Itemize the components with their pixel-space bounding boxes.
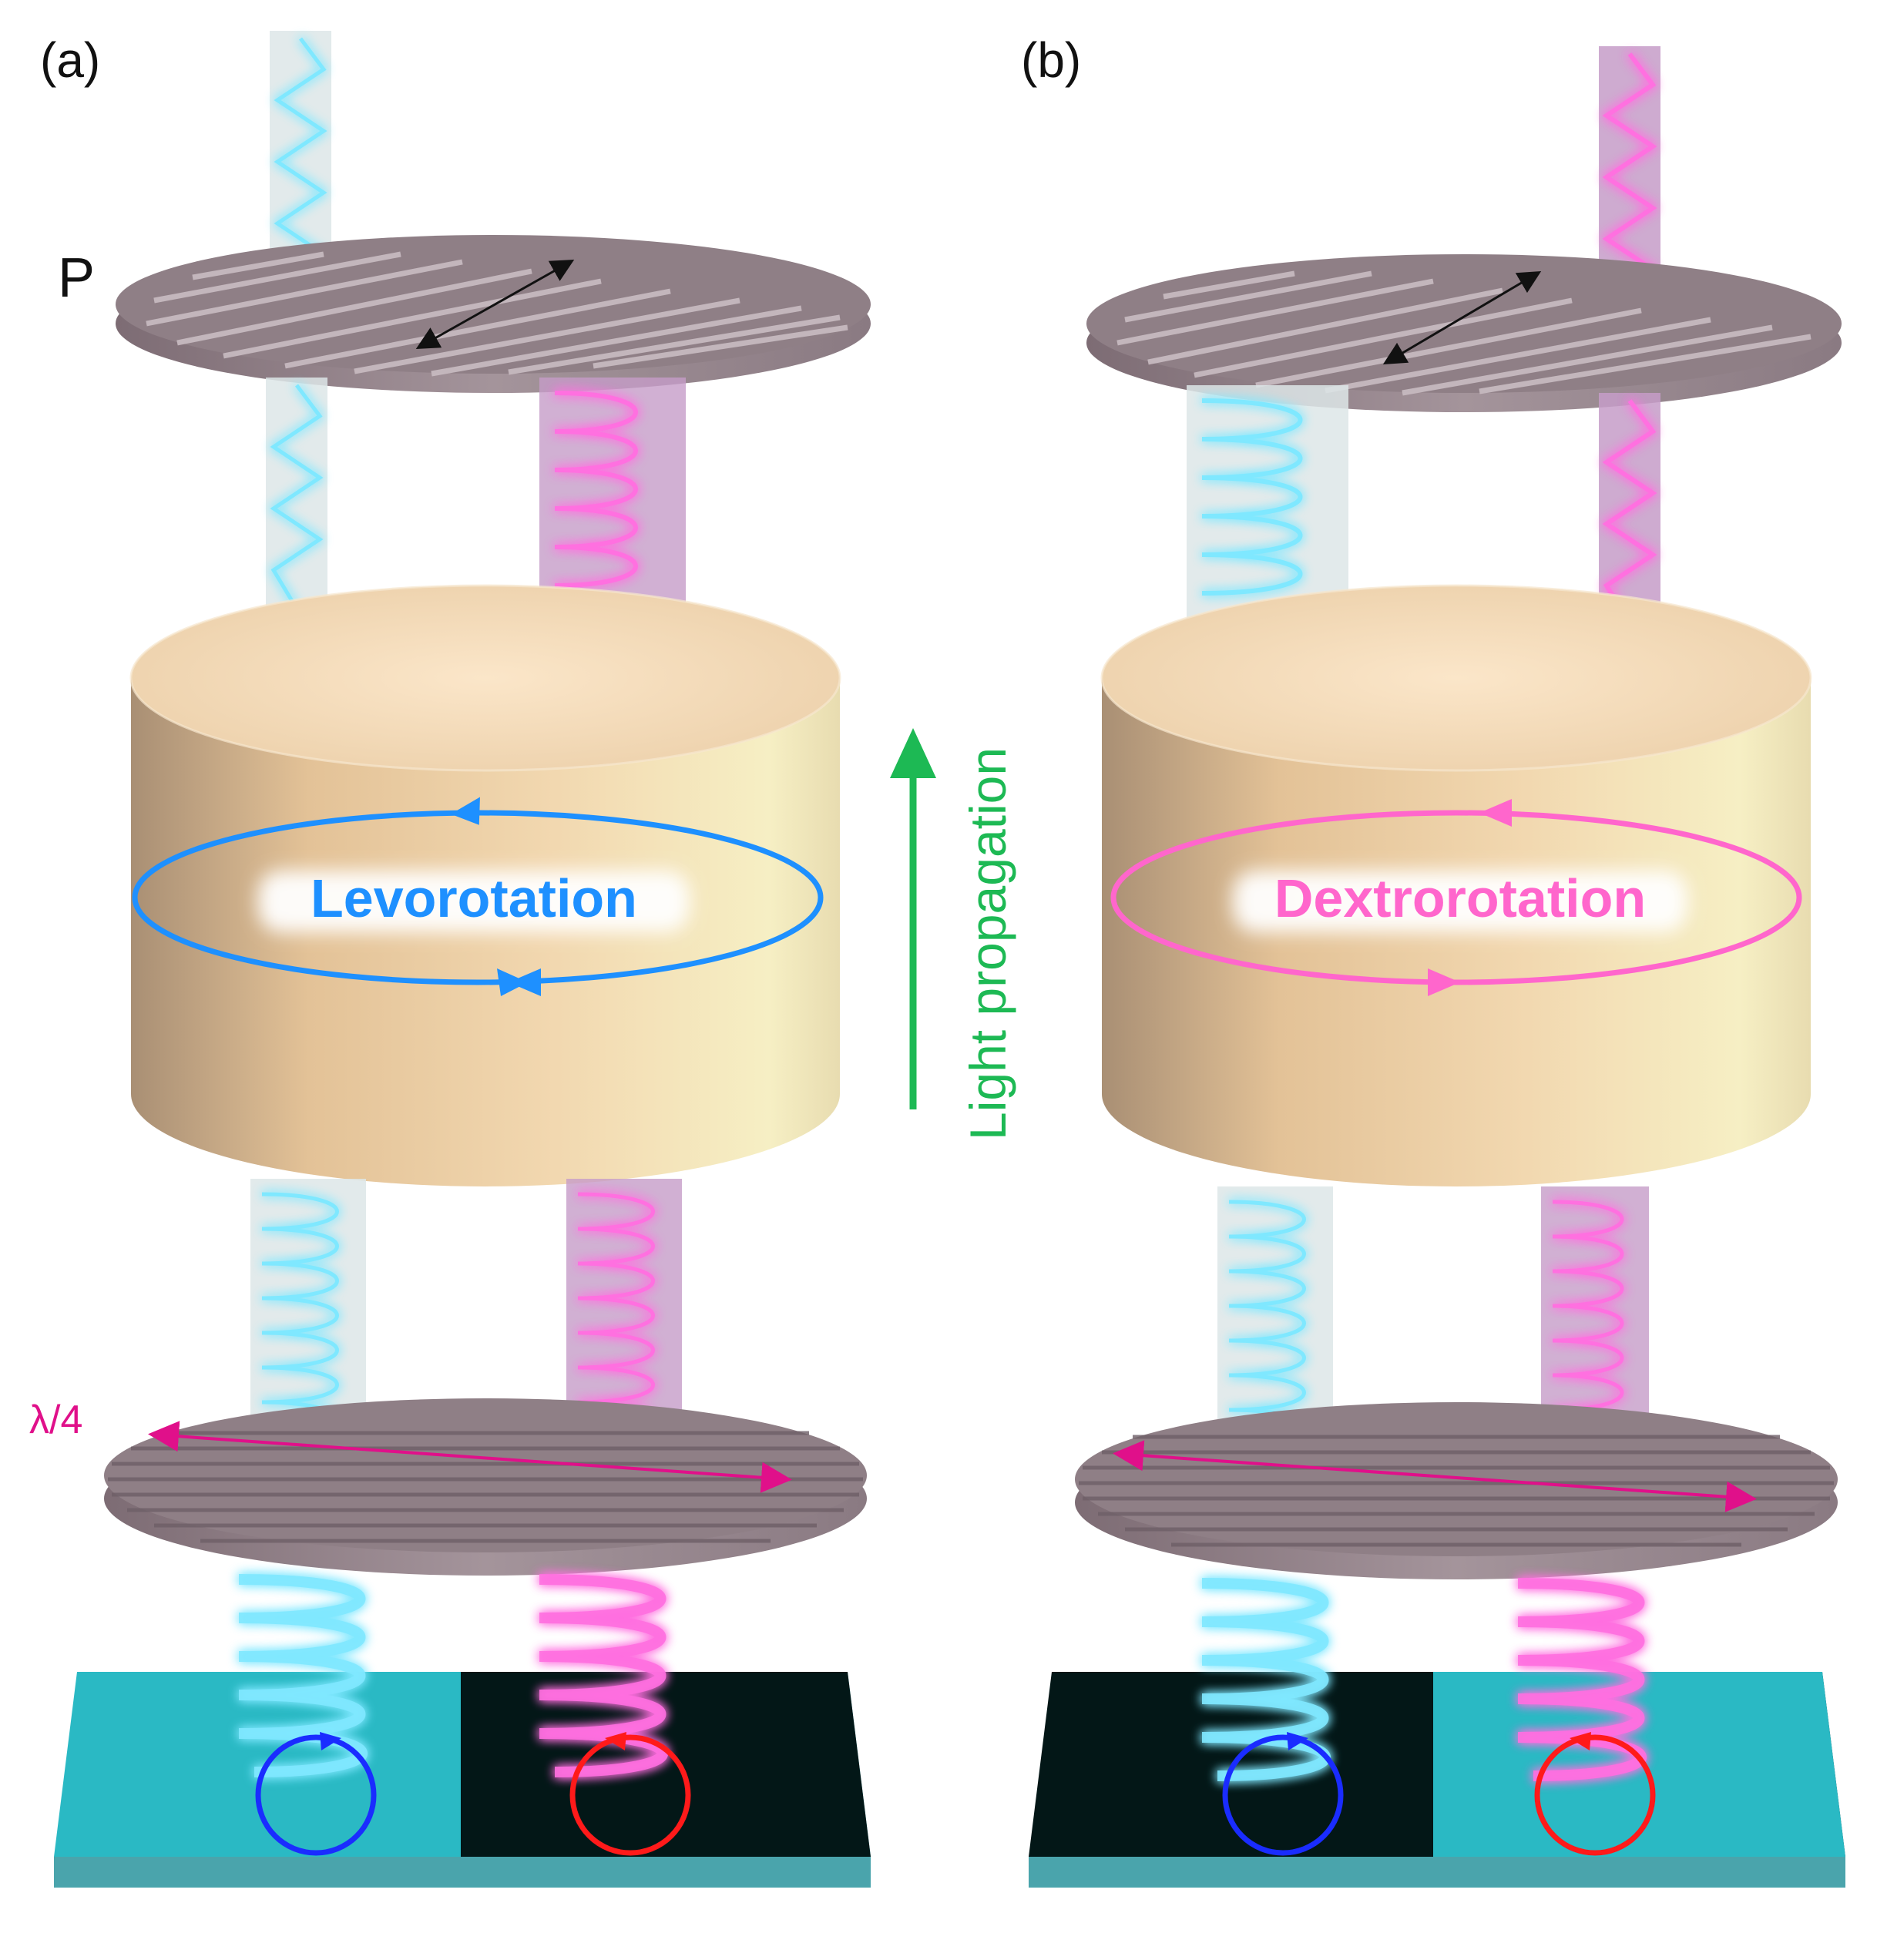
rotation-label-halo-b [1233, 871, 1687, 932]
waveplate-disc-b [1075, 1402, 1838, 1579]
waveplate-label: λ/4 [29, 1398, 82, 1442]
helix-cyan-b [1201, 1578, 1331, 1781]
substrate-b [1029, 1672, 1845, 1888]
panel-a: (a) P [29, 31, 871, 1888]
circular-polarization-right-icon-a [569, 1732, 691, 1856]
rotation-ellipse-a [132, 797, 824, 996]
rotation-ellipse-b [1110, 799, 1802, 996]
waveplate-disc-a [104, 1398, 867, 1576]
polarizer-axis-arrow-a [415, 260, 575, 349]
polarizer-disc-a [116, 235, 871, 393]
panel-b: (b) [1021, 32, 1845, 1888]
beam-strip-mid-magenta-b [1599, 393, 1660, 632]
rotation-label-a: Levorotation [311, 868, 637, 928]
rotation-label-halo-a [258, 871, 690, 932]
light-propagation-label: Light propagation [959, 747, 1016, 1140]
beam-strip-mid-magenta-a [539, 378, 686, 616]
helix-magenta-a [539, 1574, 668, 1777]
polarizer-label: P [58, 247, 95, 309]
helix-cyan-a [238, 1574, 368, 1777]
polarizer-disc-b [1086, 254, 1842, 412]
panel-label-a: (a) [40, 32, 100, 88]
circular-polarization-right-icon-b [1534, 1732, 1656, 1856]
waveplate-axis-arrow-b [1113, 1440, 1757, 1512]
substrate-a [54, 1672, 871, 1888]
rotation-label-b: Dextrorotation [1274, 868, 1646, 928]
circular-polarization-left-icon-b [1222, 1732, 1344, 1856]
circular-polarization-left-icon-a [255, 1732, 377, 1856]
panel-label-b: (b) [1021, 32, 1081, 88]
waveplate-axis-arrow-a [148, 1421, 792, 1493]
beam-strip-mid-cyan-a [266, 378, 327, 616]
light-propagation-indicator: Light propagation [890, 728, 1016, 1140]
arrow-head-icon [890, 728, 936, 778]
beam-strip-mid-cyan-b [1187, 385, 1348, 624]
polarizer-axis-arrow-b [1382, 270, 1542, 365]
